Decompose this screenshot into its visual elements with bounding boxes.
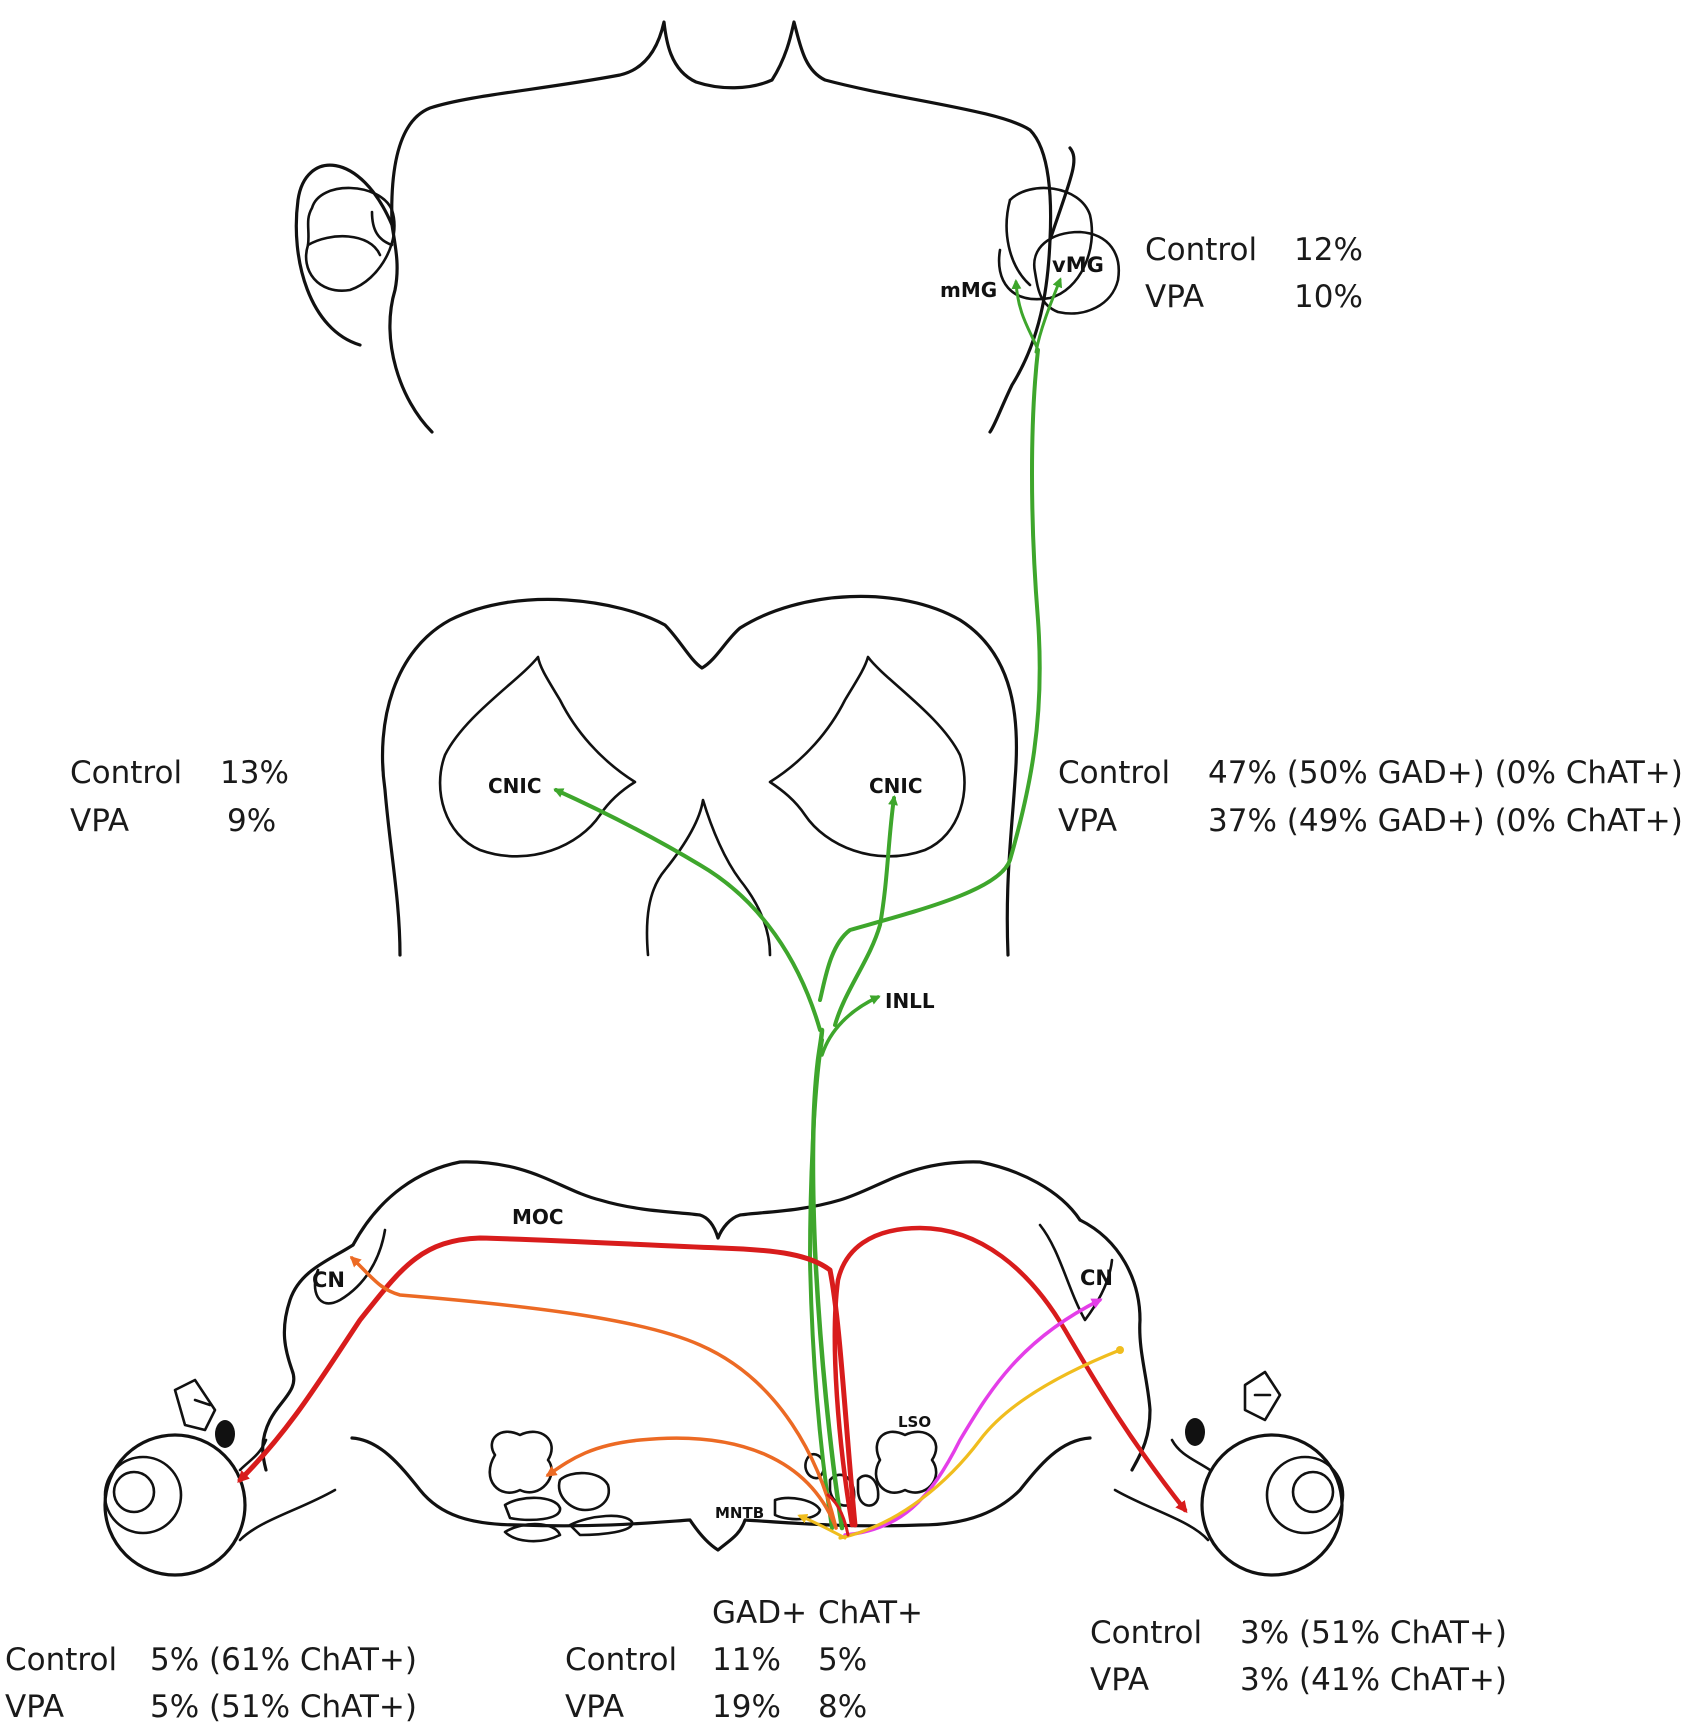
local-vpa-label: VPA — [565, 1689, 625, 1725]
midbrain-section: CNIC CNIC INLL — [381, 594, 1019, 1013]
ic-right-control-value: 47% (50% GAD+) (0% ChAT+) — [1208, 755, 1683, 791]
mntb-left — [804, 1452, 826, 1480]
brainstem-section: MOC CN CN LSO MNTB — [261, 1160, 1152, 1552]
cochlea-right-control-value: 3% (51% ChAT+) — [1240, 1615, 1507, 1651]
local-vpa-gad: 19% — [712, 1689, 781, 1725]
local-header-gad: GAD+ — [712, 1595, 808, 1631]
path-green-ascending — [818, 348, 1042, 1002]
cochlea-left-control-label: Control — [5, 1642, 118, 1678]
mg-control-label: Control — [1145, 232, 1258, 268]
cnic-left — [438, 655, 637, 858]
soc-right-b — [856, 1474, 880, 1507]
thalamus-left-outer — [294, 163, 394, 347]
mg-vpa-label: VPA — [1145, 279, 1205, 315]
brainstem-outline — [351, 1160, 1082, 1247]
cochlea-left-vpa-label: VPA — [5, 1689, 65, 1725]
cochlea-right-vpa-value: 3% (41% ChAT+) — [1240, 1662, 1507, 1698]
soc-left-a — [488, 1430, 553, 1494]
cochlea-right-outer — [1200, 1433, 1344, 1577]
cochlea-left-control-value: 5% (61% ChAT+) — [150, 1642, 417, 1678]
cochlea-right — [1113, 1370, 1345, 1577]
path-yellow-to-mntb — [797, 1513, 847, 1540]
mg-vpa-value: 10% — [1294, 279, 1363, 315]
soc-left-d — [568, 1514, 634, 1537]
cnic-left-label: CNIC — [488, 774, 542, 798]
lso-label: LSO — [898, 1413, 931, 1431]
vmg-label: vMG — [1052, 253, 1104, 277]
path-green-to-inll — [820, 995, 881, 1057]
brainstem-right-cn — [1078, 1218, 1152, 1472]
path-yellow-to-cn-right — [838, 1348, 1122, 1540]
ic-right-control-label: Control — [1058, 755, 1171, 791]
local-control-gad: 11% — [712, 1642, 781, 1678]
cochlea-left-outer — [103, 1433, 247, 1577]
ic-right-vpa-value: 37% (49% GAD+) (0% ChAT+) — [1208, 803, 1683, 839]
path-green-to-mmg — [1011, 279, 1040, 352]
thalamus-right-outer — [1048, 146, 1076, 242]
cn-right-outline — [1038, 1223, 1114, 1322]
brainstem-bottom — [350, 1436, 1092, 1552]
soc-right-lso — [874, 1430, 938, 1494]
ossicle-right — [1243, 1370, 1282, 1422]
cn-left-label: CN — [312, 1268, 345, 1292]
cn-right-label: CN — [1080, 1266, 1113, 1290]
cochlea-left — [103, 1378, 337, 1577]
cochlea-left-nerve — [238, 1438, 337, 1542]
path-orange-to-cn-left — [349, 1255, 838, 1530]
lgn-left — [304, 186, 396, 292]
ear-left-dot — [215, 1420, 235, 1448]
cochlea-right-inner — [1291, 1470, 1335, 1514]
lgn-left-inner — [306, 210, 394, 257]
inll-label: INLL — [885, 989, 935, 1013]
mntb-label: MNTB — [715, 1504, 764, 1522]
ossicle-left — [173, 1378, 217, 1432]
thalamus-section: mMG vMG — [294, 20, 1121, 434]
soc-left-c — [503, 1496, 562, 1522]
thalamus-outline — [388, 20, 1053, 434]
path-magenta-to-cn-right — [843, 1298, 1103, 1537]
cochlea-right-middle — [1265, 1455, 1345, 1535]
cochlea-left-vpa-value: 5% (51% ChAT+) — [150, 1689, 417, 1725]
cochlea-right-vpa-label: VPA — [1090, 1662, 1150, 1698]
path-green-to-cnic-left — [553, 788, 822, 1032]
path-green-to-vmg — [1034, 277, 1063, 354]
mntb-outline — [773, 1496, 822, 1521]
cochlea-left-middle — [103, 1455, 183, 1535]
local-control-label: Control — [565, 1642, 678, 1678]
local-header-chat: ChAT+ — [818, 1595, 924, 1631]
cnic-right — [768, 655, 966, 858]
soc-left-e — [503, 1522, 562, 1543]
ic-left-control-label: Control — [70, 755, 183, 791]
cnic-right-label: CNIC — [869, 774, 923, 798]
yellow-terminal — [1116, 1346, 1124, 1354]
local-control-chat: 5% — [818, 1642, 868, 1678]
ic-left-control-value: 13% — [220, 755, 289, 791]
moc-label: MOC — [512, 1205, 564, 1229]
local-vpa-chat: 8% — [818, 1689, 868, 1725]
cochlea-right-control-label: Control — [1090, 1615, 1203, 1651]
cochlea-right-nerve — [1113, 1438, 1212, 1542]
path-red-moc-right — [832, 1225, 1188, 1528]
mg-control-value: 12% — [1294, 232, 1363, 268]
path-orange-to-soc-left — [545, 1436, 838, 1530]
lgn-right — [997, 186, 1094, 301]
ic-left-vpa-value: 9% — [227, 803, 277, 839]
projection-paths — [237, 277, 1188, 1540]
brainstem-left-cn — [261, 1243, 355, 1472]
mgm-outline — [1005, 198, 1032, 287]
midbrain-outline — [381, 594, 1019, 957]
cochlea-left-inner — [112, 1470, 156, 1514]
ic-right-vpa-label: VPA — [1058, 803, 1118, 839]
path-green-to-cnic-right — [833, 795, 898, 1027]
ear-right-dot — [1185, 1418, 1205, 1446]
path-red-to-mntb — [826, 1493, 850, 1537]
soc-left-b — [557, 1471, 611, 1512]
aqueduct — [645, 798, 772, 957]
ic-left-vpa-label: VPA — [70, 803, 130, 839]
mmg-label: mMG — [940, 278, 997, 302]
cn-left-outline — [313, 1228, 387, 1305]
